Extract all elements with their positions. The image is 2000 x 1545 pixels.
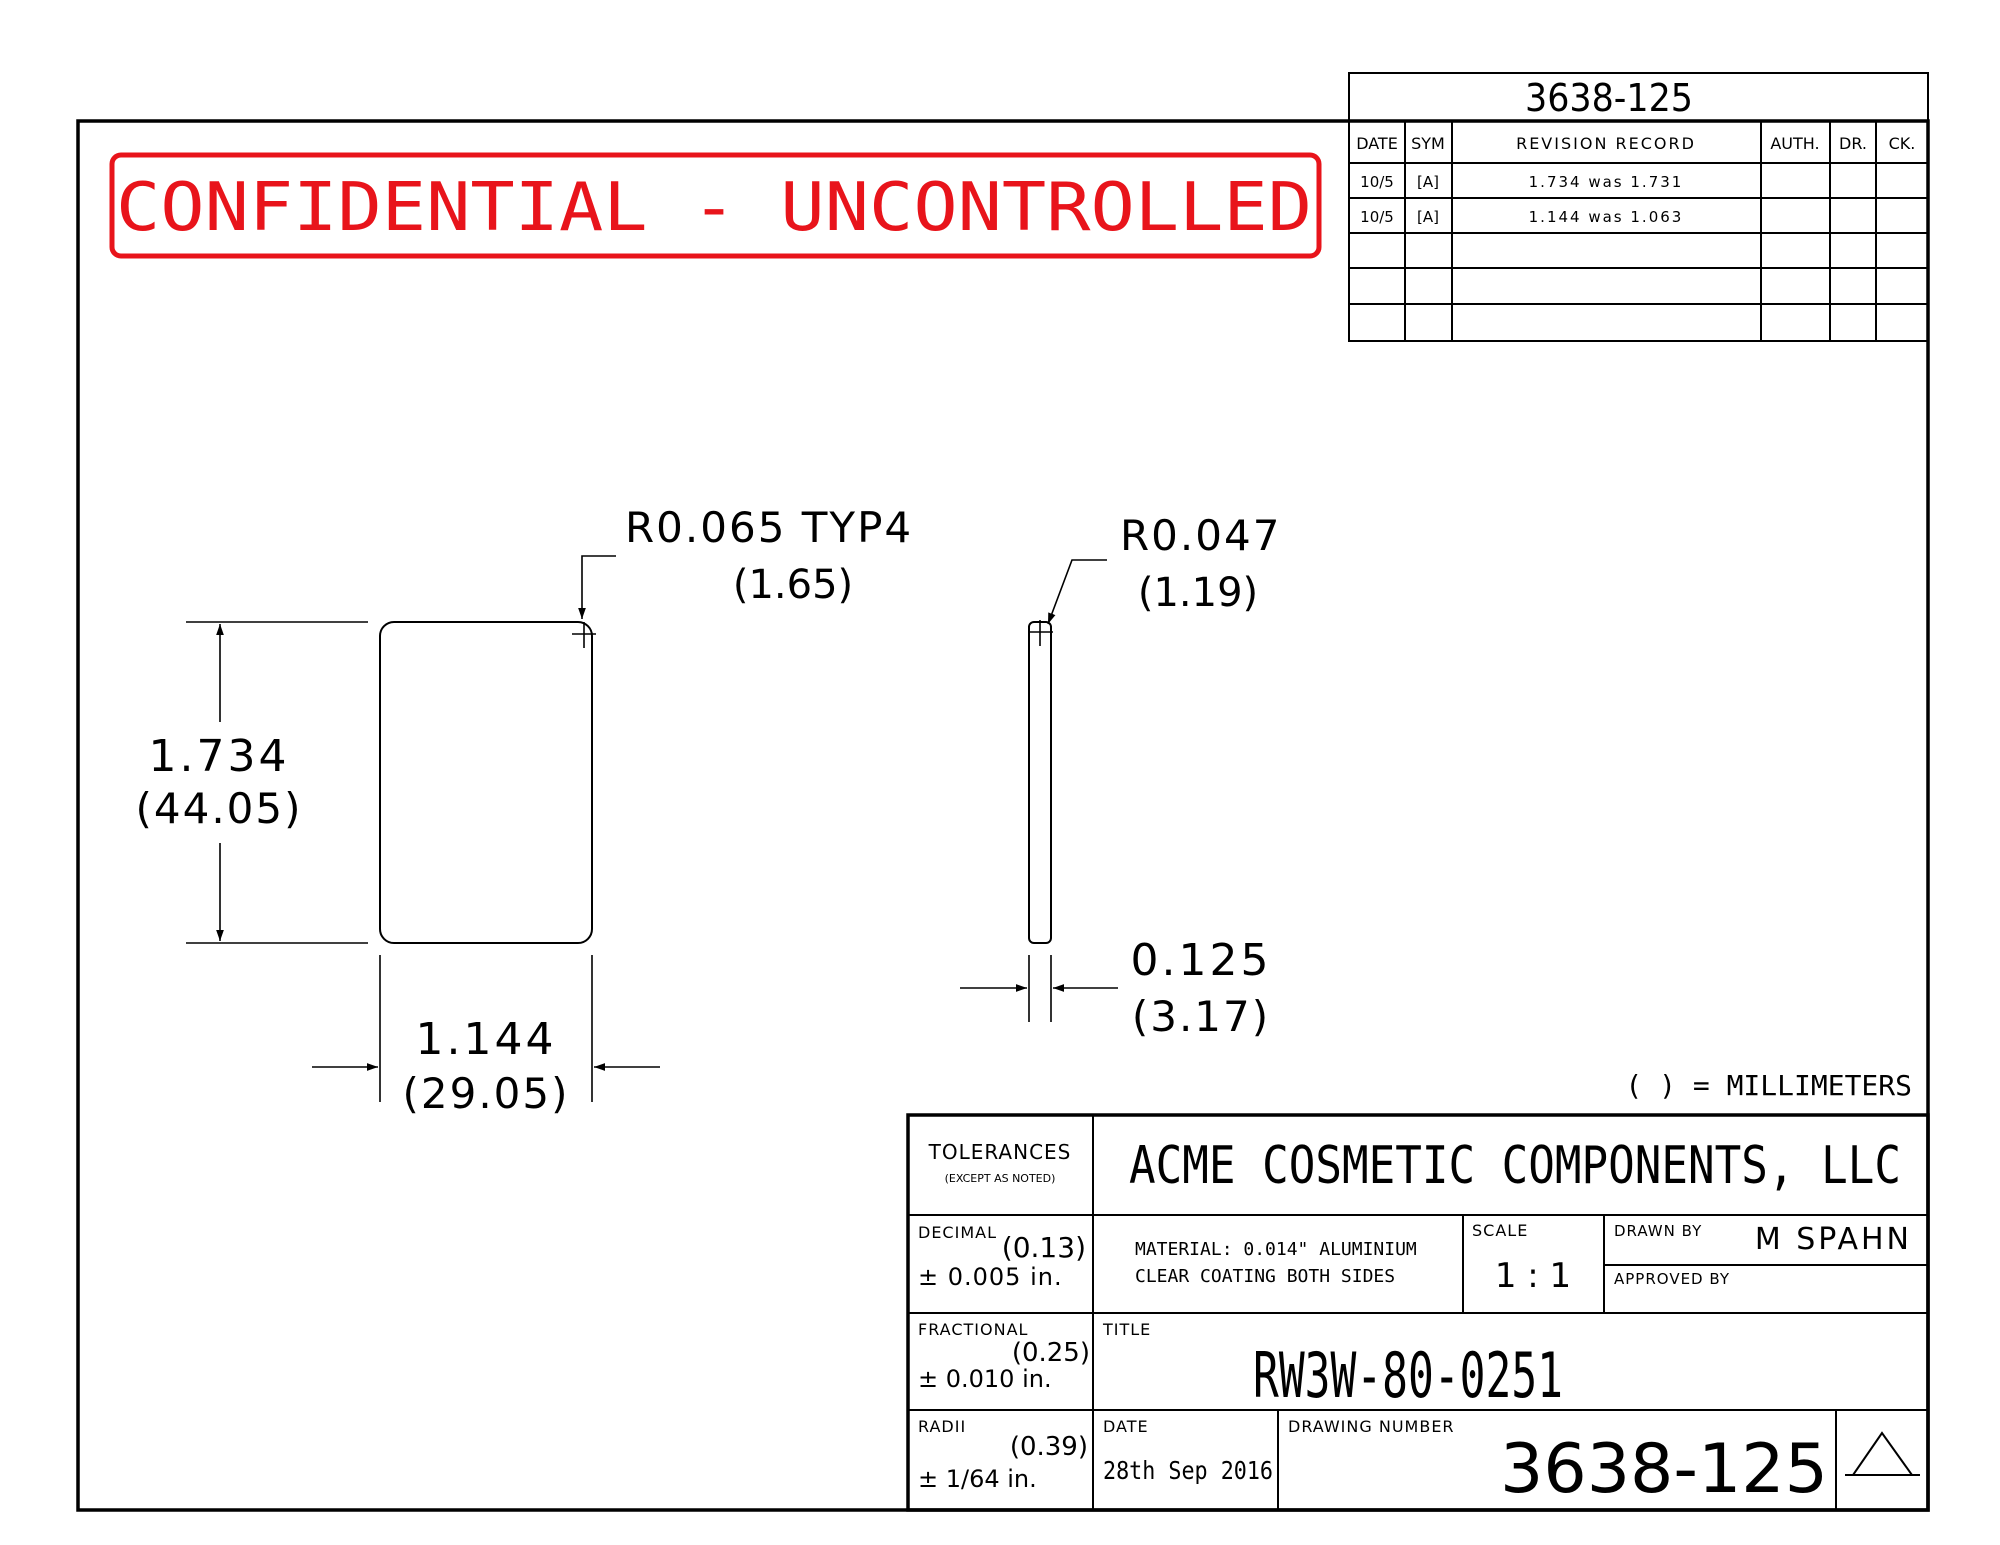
tolerances-label: TOLERANCES	[928, 1140, 1072, 1164]
approved-by-label: APPROVED BY	[1614, 1270, 1730, 1288]
revision-table: 3638-125 DATE SYM REVISION RECORD AUTH. …	[1348, 72, 1929, 342]
corner-radius-inch: R0.065 TYP4	[625, 503, 913, 552]
drawing-number-label: DRAWING NUMBER	[1288, 1417, 1455, 1436]
decimal-value: ± 0.005 in.	[918, 1263, 1063, 1291]
rev-row-date: 10/5	[1360, 208, 1394, 226]
scale-label: SCALE	[1472, 1221, 1528, 1240]
rev-row-sym: [A]	[1417, 208, 1439, 226]
height-inch: 1.734	[149, 731, 290, 782]
title-label: TITLE	[1102, 1320, 1151, 1339]
top-drawing-number: 3638-125	[1525, 76, 1693, 120]
width-inch: 1.144	[416, 1014, 557, 1065]
date-label: DATE	[1103, 1417, 1149, 1436]
drawn-by-label: DRAWN BY	[1614, 1222, 1702, 1240]
scale-value: 1 : 1	[1495, 1256, 1571, 1296]
title-block	[906, 1113, 1930, 1512]
rev-row-record: 1.734 was 1.731	[1529, 173, 1684, 191]
height-mm: (44.05)	[135, 784, 302, 833]
rev-header-record: REVISION RECORD	[1516, 134, 1696, 153]
rev-header-ck: CK.	[1889, 134, 1916, 153]
fractional-label: FRACTIONAL	[918, 1320, 1028, 1339]
tolerances-sub: (EXCEPT AS NOTED)	[945, 1172, 1056, 1185]
rev-header-date: DATE	[1356, 134, 1398, 153]
radii-label: RADII	[918, 1417, 966, 1436]
watermark-text: CONFIDENTIAL - UNCONTROLLED	[116, 168, 1312, 246]
corner-radius-mm: (1.65)	[733, 562, 853, 608]
fractional-mm: (0.25)	[1012, 1338, 1090, 1368]
radii-value: ± 1/64 in.	[918, 1465, 1037, 1493]
part-front-view	[379, 621, 593, 944]
material-line1: MATERIAL: 0.014" ALUMINIUM	[1135, 1239, 1417, 1260]
rev-row-record: 1.144 was 1.063	[1529, 208, 1684, 226]
part-side-view	[1028, 621, 1052, 944]
company-name: ACME COSMETIC COMPONENTS, LLC	[1129, 1136, 1901, 1196]
title-value: RW3W-80-0251	[1253, 1339, 1563, 1412]
drawing-border	[76, 119, 1930, 1512]
thickness-inch: 0.125	[1131, 935, 1272, 986]
drawing-number-value: 3638-125	[1500, 1430, 1828, 1509]
decimal-mm: (0.13)	[1002, 1231, 1086, 1264]
edge-radius-inch: R0.047	[1120, 511, 1281, 560]
decimal-label: DECIMAL	[918, 1223, 997, 1242]
material-line2: CLEAR COATING BOTH SIDES	[1135, 1266, 1395, 1287]
revision-triangle-icon	[1851, 1431, 1914, 1476]
rev-header-auth: AUTH.	[1770, 134, 1819, 153]
edge-radius-mm: (1.19)	[1138, 570, 1258, 616]
rev-row-date: 10/5	[1360, 173, 1394, 191]
rev-header-sym: SYM	[1411, 134, 1445, 153]
rev-row-sym: [A]	[1417, 173, 1439, 191]
watermark-box	[109, 152, 1322, 259]
corner-radius-leader	[578, 555, 616, 619]
thickness-mm: (3.17)	[1132, 992, 1270, 1041]
fractional-value: ± 0.010 in.	[918, 1365, 1052, 1393]
drawn-by-value: M SPAHN	[1755, 1222, 1912, 1257]
edge-radius-leader	[1047, 559, 1107, 625]
date-value: 28th Sep 2016	[1103, 1456, 1273, 1485]
units-note: ( ) = MILLIMETERS	[1625, 1069, 1912, 1102]
width-mm: (29.05)	[402, 1069, 569, 1118]
radii-mm: (0.39)	[1010, 1432, 1088, 1462]
rev-header-dr: DR.	[1839, 134, 1867, 153]
